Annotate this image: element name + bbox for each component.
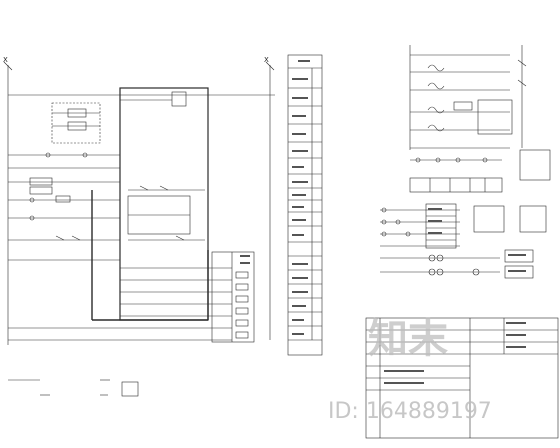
left-rail-mark: X: [3, 56, 8, 64]
left-circuit: [3, 61, 275, 397]
watermark-id: ID: 164889197: [328, 399, 492, 424]
right-circuit: [380, 45, 551, 279]
schematic-marks: [240, 60, 526, 384]
title-block: [365, 317, 559, 439]
label-column: [287, 54, 323, 356]
watermark-logo: 知末: [368, 316, 448, 362]
right-rail-mark: X: [264, 56, 269, 64]
